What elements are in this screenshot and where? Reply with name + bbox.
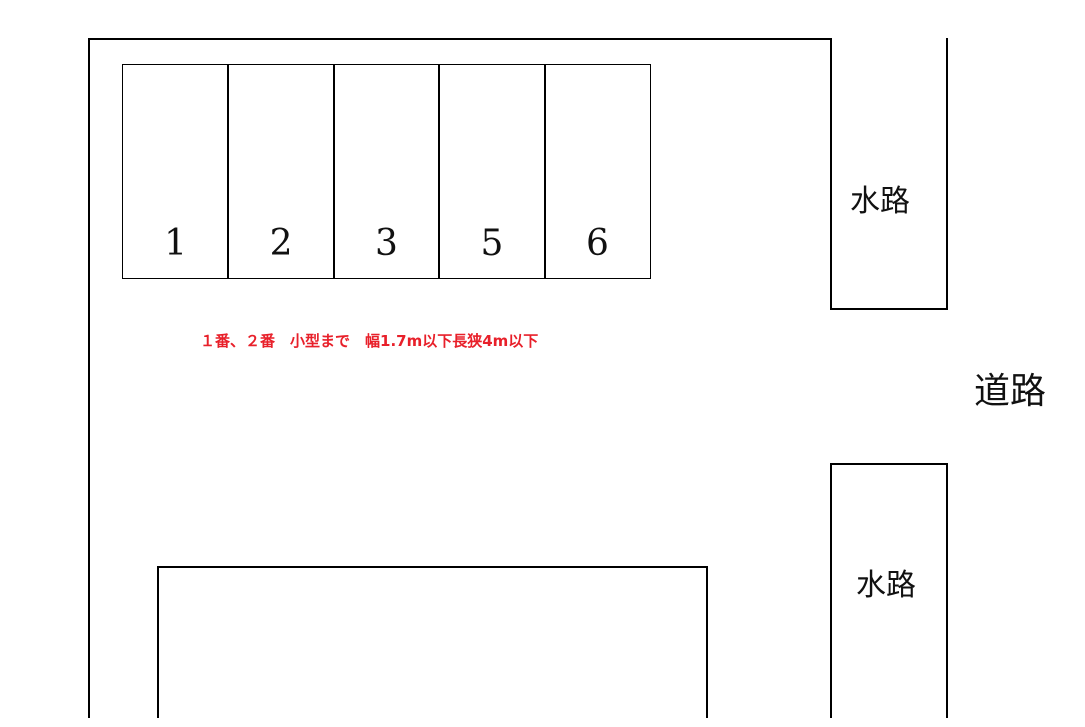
site-boundary-right-lower [830, 463, 832, 718]
waterway-lower-top [830, 463, 948, 465]
parking-row: 1 2 3 5 6 [122, 64, 652, 279]
waterway-lower-right [946, 463, 948, 718]
parking-space-5[interactable]: 5 [438, 64, 546, 279]
building-left [157, 566, 159, 718]
parking-space-number: 3 [375, 223, 398, 264]
building-top [157, 566, 708, 568]
waterway-upper-bottom [830, 308, 948, 310]
road-label: 道路 [974, 371, 1047, 412]
parking-space-2[interactable]: 2 [227, 64, 335, 279]
waterway-lower-label: 水路 [856, 568, 916, 603]
parking-space-number: 6 [586, 223, 609, 264]
parking-space-number: 5 [480, 223, 504, 264]
parking-space-3[interactable]: 3 [332, 64, 441, 279]
size-restriction-note: １番、２番 小型まで 幅1.7m以下長狭4m以下 [200, 332, 539, 350]
waterway-upper-label: 水路 [850, 184, 910, 219]
site-boundary-top [88, 38, 832, 40]
site-boundary-left [88, 38, 90, 718]
parking-space-number: 1 [164, 223, 187, 264]
building-right [706, 566, 708, 718]
parking-space-number: 2 [269, 223, 293, 264]
waterway-upper-right [946, 38, 948, 310]
parking-space-6[interactable]: 6 [543, 64, 652, 279]
site-boundary-right-upper [830, 38, 832, 310]
parking-space-1[interactable]: 1 [122, 64, 230, 279]
